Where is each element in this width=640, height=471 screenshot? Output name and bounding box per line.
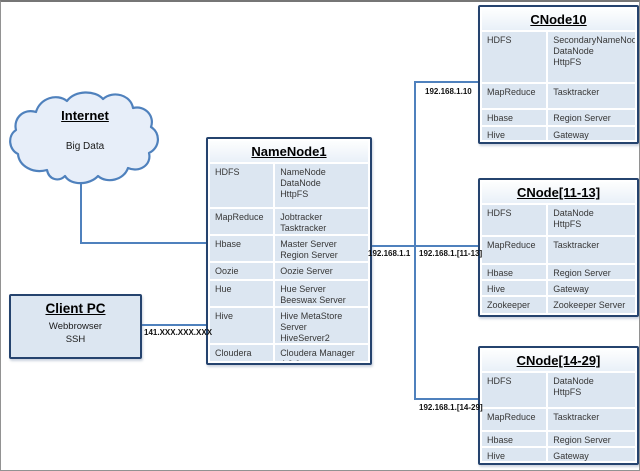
roles-cell: Region Server: [548, 110, 635, 125]
table-row: Hive Hive MetaStore Server HiveServer2 G…: [210, 308, 368, 344]
node-cnode11-13-table: HDFS DataNode HttpFS MapReduce Tasktrack…: [482, 205, 635, 313]
roles-cell: SecondaryNameNode DataNode HttpFS: [548, 32, 635, 82]
ip-label-cnode14-29: 192.168.1.[14-29]: [419, 403, 483, 412]
table-row: HDFS DataNode HttpFS: [482, 373, 635, 407]
component-cell: Hive: [482, 127, 547, 140]
roles-cell: Tasktracker: [548, 237, 635, 263]
component-cell: Hue: [210, 281, 274, 307]
node-cnode14-29-title: CNode[14-29]: [482, 350, 635, 371]
node-cnode10: CNode10 HDFS SecondaryNameNode DataNode …: [478, 5, 639, 144]
node-cnode10-table: HDFS SecondaryNameNode DataNode HttpFS M…: [482, 32, 635, 140]
table-row: Hbase Region Server: [482, 265, 635, 279]
node-cnode11-13: CNode[11-13] HDFS DataNode HttpFS MapRed…: [478, 178, 639, 317]
component-cell: Hbase: [482, 110, 547, 125]
internet-cloud: Internet Big Data: [7, 88, 163, 186]
roles-cell: Oozie Server: [275, 263, 368, 280]
table-row: MapReduce Jobtracker Tasktracker: [210, 208, 368, 235]
roles-cell: Cloudera Manager 4.2.0: [275, 345, 368, 361]
node-namenode1: NameNode1 HDFS NameNode DataNode HttpFS …: [206, 137, 372, 365]
node-namenode1-title: NameNode1: [210, 141, 368, 162]
ip-label-client-pc: 141.XXX.XXX.XXX: [144, 328, 213, 337]
table-row: HDFS SecondaryNameNode DataNode HttpFS: [482, 32, 635, 82]
component-cell: MapReduce: [482, 84, 547, 108]
table-row: MapReduce Tasktracker: [482, 237, 635, 263]
component-cell: Zookeeper: [482, 297, 547, 313]
table-row: Hive Gateway: [482, 127, 635, 140]
roles-cell: Tasktracker: [548, 408, 635, 431]
table-row: Hue Hue Server Beeswax Server: [210, 281, 368, 307]
node-namenode1-table: HDFS NameNode DataNode HttpFS MapReduce …: [210, 164, 368, 361]
component-cell: MapReduce: [482, 237, 547, 263]
table-row: MapReduce Tasktracker: [482, 84, 635, 108]
cloud-shape: [9, 91, 159, 185]
node-cnode14-29: CNode[14-29] HDFS DataNode HttpFS MapRed…: [478, 346, 639, 465]
wire-internet-to-namenode: [80, 172, 206, 244]
roles-cell: Region Server: [548, 265, 635, 279]
ip-label-namenode: 192.168.1.1: [368, 249, 411, 258]
client-pc-services: Webbrowser SSH: [48, 321, 103, 345]
table-row: Hbase Master Server Region Server: [210, 236, 368, 262]
cloud-title: Internet: [61, 108, 109, 123]
table-row: HDFS DataNode HttpFS: [482, 205, 635, 235]
table-row: Hive Gateway: [482, 448, 635, 461]
component-cell: Oozie: [210, 263, 274, 280]
roles-cell: Gateway: [548, 448, 635, 461]
node-cnode14-29-table: HDFS DataNode HttpFS MapReduce Tasktrack…: [482, 373, 635, 461]
client-pc-title: Client PC: [45, 301, 106, 316]
client-pc-box: Client PC Webbrowser SSH: [9, 294, 142, 359]
table-row: Hive Gateway: [482, 281, 635, 295]
roles-cell: Region Server: [548, 432, 635, 447]
component-cell: Hive: [210, 308, 274, 344]
cloud-subtitle: Big Data: [65, 141, 105, 152]
table-row: HDFS NameNode DataNode HttpFS: [210, 164, 368, 207]
roles-cell: Hive MetaStore Server HiveServer2 Gatewa…: [275, 308, 368, 344]
table-row: Zookeeper Zookeeper Server: [482, 297, 635, 313]
component-cell: MapReduce: [482, 408, 547, 431]
component-cell: MapReduce: [210, 208, 274, 235]
roles-cell: DataNode HttpFS: [548, 373, 635, 407]
roles-cell: NameNode DataNode HttpFS: [275, 164, 368, 207]
component-cell: Hbase: [482, 265, 547, 279]
table-row: Hbase Region Server: [482, 432, 635, 447]
roles-cell: Master Server Region Server: [275, 236, 368, 262]
node-cnode10-title: CNode10: [482, 9, 635, 30]
table-row: MapReduce Tasktracker: [482, 408, 635, 431]
component-cell: Hbase: [210, 236, 274, 262]
component-cell: Hive: [482, 448, 547, 461]
roles-cell: Gateway: [548, 281, 635, 295]
component-cell: Cloudera: [210, 345, 274, 361]
component-cell: Hive: [482, 281, 547, 295]
table-row: Cloudera Cloudera Manager 4.2.0: [210, 345, 368, 361]
component-cell: Hbase: [482, 432, 547, 447]
wire-bus-to-cnode10-and-cnode14-29: [414, 81, 478, 400]
table-row: Hbase Region Server: [482, 110, 635, 125]
roles-cell: Jobtracker Tasktracker: [275, 208, 368, 235]
component-cell: HDFS: [482, 205, 547, 235]
roles-cell: Gateway: [548, 127, 635, 140]
ip-label-cnode10: 192.168.1.10: [425, 87, 472, 96]
component-cell: HDFS: [210, 164, 274, 207]
node-cnode11-13-title: CNode[11-13]: [482, 182, 635, 203]
roles-cell: Tasktracker: [548, 84, 635, 108]
roles-cell: Zookeeper Server: [548, 297, 635, 313]
table-row: Oozie Oozie Server: [210, 263, 368, 280]
roles-cell: DataNode HttpFS: [548, 205, 635, 235]
roles-cell: Hue Server Beeswax Server: [275, 281, 368, 307]
component-cell: HDFS: [482, 373, 547, 407]
ip-label-cnode11-13: 192.168.1.[11-13]: [419, 249, 483, 258]
component-cell: HDFS: [482, 32, 547, 82]
